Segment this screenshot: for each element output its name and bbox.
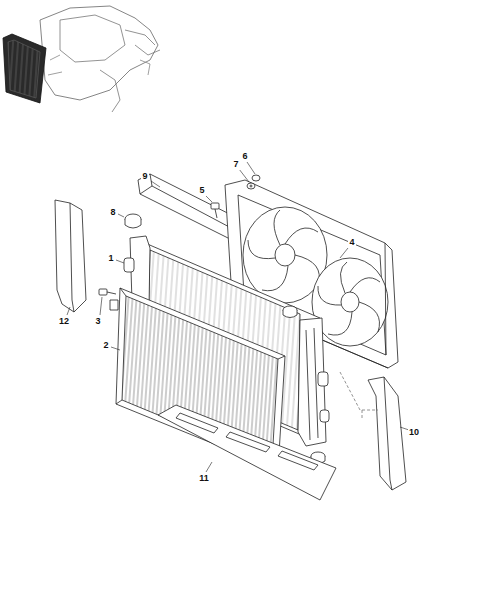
callout-number: 6	[241, 151, 248, 162]
inset-view	[3, 6, 160, 112]
fasteners	[99, 175, 260, 295]
callout-number: 10	[408, 427, 420, 438]
callout-number: 3	[94, 316, 101, 327]
callout-number: 7	[232, 159, 239, 170]
callout-number: 1	[107, 253, 114, 264]
callout-number: 4	[348, 237, 355, 248]
callout-number: 2	[102, 340, 109, 351]
callout-number: 9	[141, 171, 148, 182]
right-seal	[368, 377, 406, 490]
bottom-seal	[158, 405, 336, 500]
callout-number: 8	[109, 207, 116, 218]
left-seal	[55, 200, 86, 312]
leader-lines	[67, 162, 409, 472]
callout-number: 5	[198, 185, 205, 196]
callout-number: 11	[198, 473, 210, 484]
callout-number: 12	[58, 316, 70, 327]
